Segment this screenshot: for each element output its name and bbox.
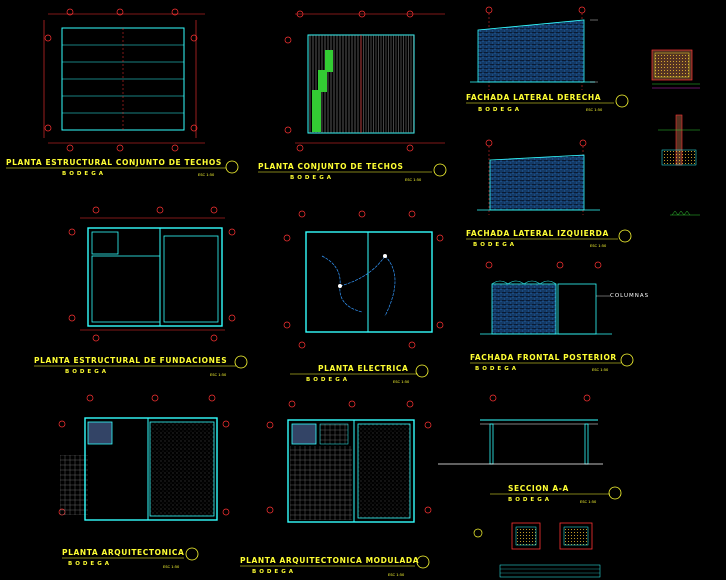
section-aa-title: SECCION A-A — [508, 484, 569, 493]
roof-plan-title: PLANTA CONJUNTO DE TECHOS — [258, 162, 403, 171]
roof-structural-scale: ESC 1:50 — [198, 173, 215, 177]
roof-structural-subtitle: BODEGA — [62, 171, 106, 177]
roof-structural-title: PLANTA ESTRUCTURAL CONJUNTO DE TECHOS — [6, 158, 222, 167]
right-facade-scale: ESC 1:50 — [586, 108, 603, 112]
roof-structural-marker — [225, 160, 239, 174]
modulated-plan — [266, 400, 432, 523]
columns-callout: COLUMNAS — [610, 293, 649, 299]
electrical-subtitle: BODEGA — [306, 377, 350, 383]
architectural-title: PLANTA ARQUITECTONICA — [62, 548, 184, 557]
front-facade-title: FACHADA FRONTAL POSTERIOR — [470, 353, 617, 362]
roof-structural-plan — [43, 8, 205, 152]
section-aa — [438, 394, 603, 465]
bottom-details — [473, 522, 601, 578]
front-facade-marker — [620, 353, 634, 367]
construction-details — [651, 49, 700, 216]
foundations-title: PLANTA ESTRUCTURAL DE FUNDACIONES — [34, 356, 227, 365]
left-facade-marker — [618, 229, 632, 243]
front-facade-subtitle: BODEGA — [475, 366, 519, 372]
left-facade — [477, 139, 600, 215]
right-facade — [470, 6, 598, 90]
roof-plan-marker — [433, 163, 447, 177]
section-aa-marker — [608, 486, 622, 500]
front-facade-scale: ESC 1:50 — [592, 368, 609, 372]
electrical-scale: ESC 1:50 — [393, 380, 410, 384]
electrical-title: PLANTA ELECTRICA — [318, 364, 408, 373]
left-facade-subtitle: BODEGA — [473, 242, 517, 248]
architectural-subtitle: BODEGA — [68, 561, 112, 567]
electrical-plan — [283, 210, 444, 349]
architectural-plan — [58, 394, 230, 521]
electrical-marker — [415, 364, 429, 378]
left-facade-scale: ESC 1:50 — [590, 244, 607, 248]
roof-plan-subtitle: BODEGA — [290, 175, 334, 181]
section-aa-scale: ESC 1:50 — [580, 500, 597, 504]
front-facade — [480, 261, 612, 335]
right-facade-title: FACHADA LATERAL DERECHA — [466, 93, 601, 102]
section-aa-subtitle: BODEGA — [508, 497, 552, 503]
architectural-scale: ESC 1:50 — [163, 565, 180, 569]
foundations-subtitle: BODEGA — [65, 369, 109, 375]
right-facade-marker — [615, 94, 629, 108]
modulated-marker — [416, 555, 430, 569]
foundations-scale: ESC 1:50 — [210, 373, 227, 377]
left-facade-title: FACHADA LATERAL IZQUIERDA — [466, 229, 609, 238]
roof-plan-scale: ESC 1:50 — [405, 178, 422, 182]
modulated-title: PLANTA ARQUITECTONICA MODULADA — [240, 556, 419, 565]
foundations-marker — [234, 355, 248, 369]
modulated-subtitle: BODEGA — [252, 569, 296, 575]
roof-plan — [284, 10, 445, 152]
right-facade-subtitle: BODEGA — [478, 107, 522, 113]
modulated-scale: ESC 1:50 — [388, 573, 405, 577]
foundations-plan — [68, 206, 236, 342]
architectural-marker — [185, 547, 199, 561]
